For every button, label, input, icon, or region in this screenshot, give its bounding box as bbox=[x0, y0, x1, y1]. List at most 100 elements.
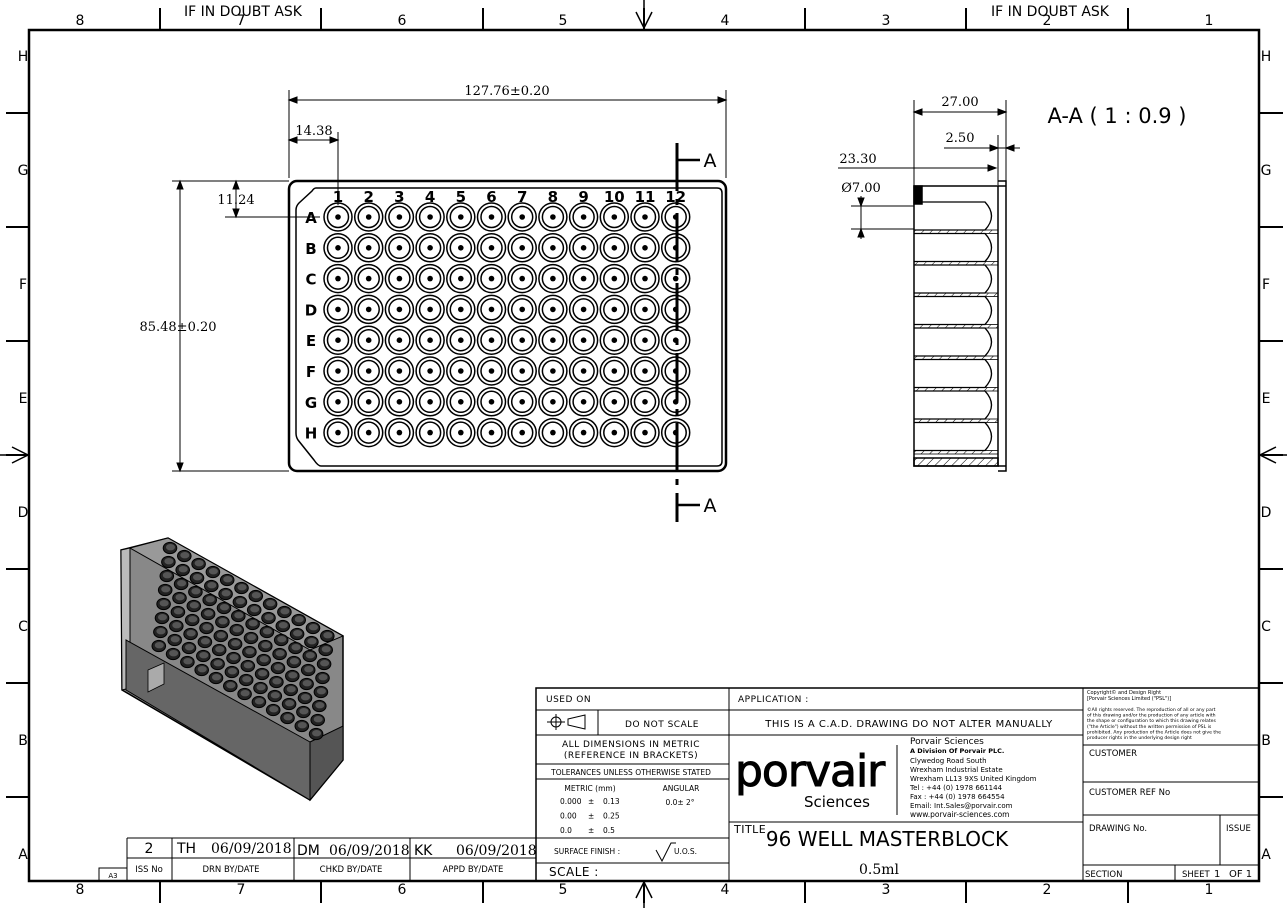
doubt-text-right: IF IN DOUBT ASK bbox=[991, 4, 1110, 20]
iso-well bbox=[194, 663, 209, 677]
tolerance-pm: ± bbox=[588, 826, 594, 835]
well bbox=[507, 356, 537, 386]
border-col-number: 7 bbox=[237, 882, 246, 898]
well bbox=[353, 356, 384, 386]
well bbox=[538, 263, 568, 294]
well bbox=[507, 387, 537, 417]
border-col-number: 2 bbox=[1043, 882, 1052, 898]
iso-well bbox=[265, 703, 281, 717]
well bbox=[507, 263, 537, 294]
border-row-letter: D bbox=[18, 505, 29, 521]
iso-well bbox=[267, 689, 283, 703]
tolerance-value: 0.00 bbox=[560, 812, 577, 821]
iso-well bbox=[253, 681, 268, 695]
dim-well-diameter: Ø7.00 bbox=[841, 181, 881, 196]
well bbox=[476, 325, 507, 355]
section-well bbox=[913, 232, 999, 266]
iso-well bbox=[157, 583, 173, 597]
well bbox=[353, 294, 384, 325]
iso-well bbox=[199, 621, 214, 635]
well bbox=[630, 233, 660, 263]
metric-header: METRIC (mm) bbox=[564, 784, 615, 793]
row-label: E bbox=[306, 332, 316, 350]
drawn-by: TH bbox=[176, 841, 196, 857]
column-label: 6 bbox=[486, 188, 496, 206]
section-marker-top: A bbox=[704, 150, 717, 172]
well bbox=[384, 202, 415, 232]
iso-well bbox=[172, 591, 187, 605]
customer-label: CUSTOMER bbox=[1089, 749, 1137, 759]
well bbox=[323, 356, 353, 386]
well bbox=[384, 233, 415, 263]
well bbox=[415, 263, 445, 294]
iso-well bbox=[251, 695, 267, 709]
well bbox=[507, 294, 537, 325]
iso-well bbox=[240, 659, 256, 673]
approved-by: KK bbox=[414, 843, 433, 859]
approved-date: 06/09/2018 bbox=[456, 843, 537, 859]
well bbox=[415, 202, 445, 232]
border-col-number: 6 bbox=[398, 882, 407, 898]
issue-number: 2 bbox=[145, 841, 154, 857]
company-division: A Division Of Porvair PLC. bbox=[910, 747, 1004, 755]
well bbox=[599, 294, 630, 325]
cad-notice: THIS IS A C.A.D. DRAWING DO NOT ALTER MA… bbox=[764, 719, 1053, 730]
border-row-letter: A bbox=[18, 847, 28, 863]
well bbox=[353, 263, 384, 294]
well bbox=[323, 417, 353, 448]
well bbox=[323, 325, 353, 355]
iso-well bbox=[280, 711, 295, 725]
well bbox=[599, 387, 630, 417]
well bbox=[630, 325, 660, 355]
column-label: 10 bbox=[604, 188, 625, 206]
iso-well bbox=[305, 621, 321, 635]
dim-width: 85.48±0.20 bbox=[139, 320, 216, 335]
well bbox=[384, 387, 415, 417]
iso-well bbox=[302, 649, 318, 663]
porvair-logo: porvair bbox=[735, 746, 886, 797]
dim-length: 127.76±0.20 bbox=[464, 84, 549, 99]
border-col-number: 1 bbox=[1205, 882, 1214, 898]
iso-well bbox=[215, 615, 230, 629]
copyright-line-2: [Porvair Sciences Limited ("PSL")] bbox=[1087, 696, 1171, 702]
dim-height: 27.00 bbox=[941, 95, 978, 110]
iso-well bbox=[269, 675, 284, 689]
column-label: 4 bbox=[425, 188, 435, 206]
well bbox=[323, 294, 353, 325]
well bbox=[599, 325, 630, 355]
iso-well bbox=[200, 607, 216, 621]
section-line bbox=[675, 143, 700, 522]
well bbox=[415, 417, 445, 448]
border-row-letter: G bbox=[18, 163, 29, 179]
sheet-of: OF 1 bbox=[1229, 869, 1252, 880]
iso-well bbox=[227, 637, 243, 651]
sheet-size: A3 bbox=[108, 872, 117, 880]
iso-well bbox=[186, 599, 202, 613]
well bbox=[353, 325, 384, 355]
iso-well bbox=[208, 671, 224, 685]
well bbox=[630, 263, 660, 294]
iso-well bbox=[219, 573, 235, 587]
iso-well bbox=[162, 541, 178, 555]
iso-well bbox=[202, 593, 217, 607]
iso-well bbox=[238, 673, 254, 687]
iso-well bbox=[270, 661, 286, 675]
border-row-letter: H bbox=[1261, 49, 1272, 65]
iso-well bbox=[216, 601, 232, 615]
copyright-line: producer rights in the underlying design… bbox=[1087, 735, 1192, 741]
tolerance-value: 0.0 bbox=[560, 826, 572, 835]
reference-note: (REFERENCE IN BRACKETS) bbox=[564, 751, 698, 761]
iso-well bbox=[177, 549, 192, 563]
well bbox=[599, 233, 630, 263]
section-well bbox=[913, 264, 999, 297]
well bbox=[538, 356, 568, 386]
well-grid bbox=[323, 202, 691, 448]
well bbox=[323, 387, 353, 417]
tolerance-amount: 0.5 bbox=[603, 826, 615, 835]
well bbox=[630, 417, 660, 448]
well bbox=[353, 387, 384, 417]
copyright-line-1: Copyright© and Design Right bbox=[1087, 689, 1161, 696]
iso-well bbox=[170, 605, 186, 619]
well bbox=[353, 202, 384, 232]
